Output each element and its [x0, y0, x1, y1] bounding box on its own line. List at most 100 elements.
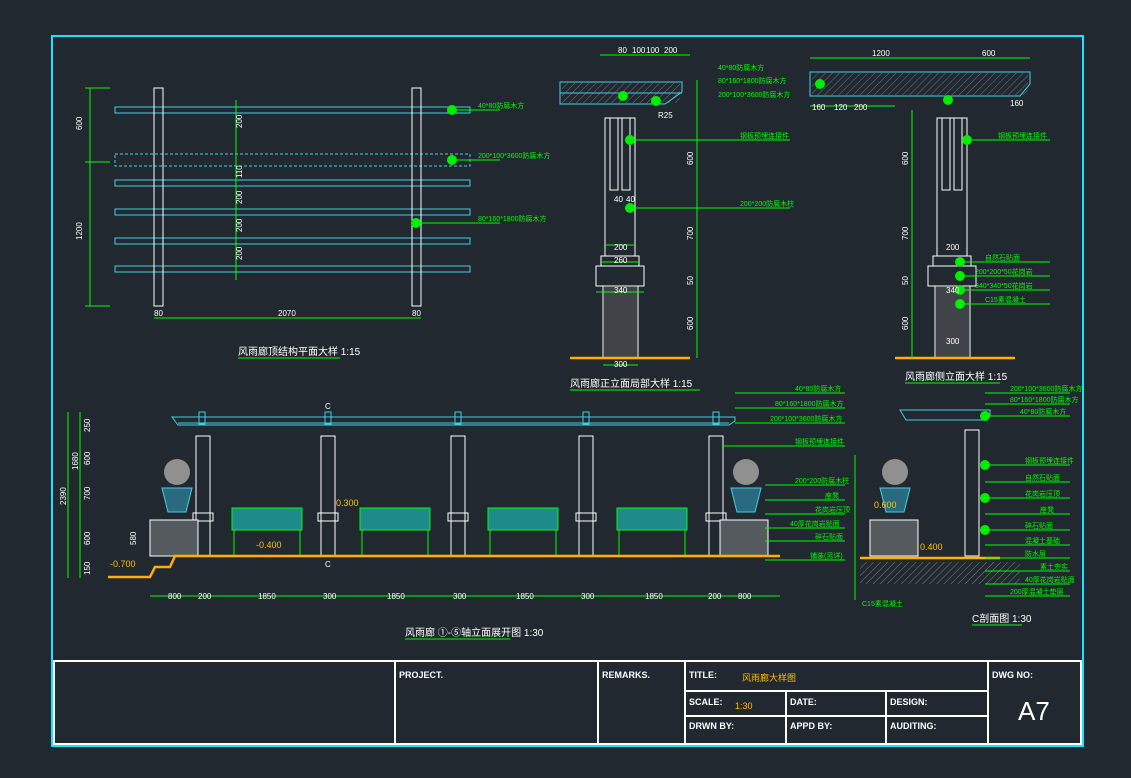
dim-text: 200 — [235, 190, 244, 204]
callout-note: 钢板预埋连接件 — [740, 131, 789, 140]
callout-note: 40*80防腐木方 — [1020, 407, 1066, 416]
auditing-label: AUDITING: — [890, 721, 937, 731]
dim-text: 2390 — [59, 487, 68, 505]
dim-text: 110 — [235, 165, 244, 178]
dim-text: 200 — [664, 46, 678, 55]
level-mark: 0.600 — [874, 500, 897, 510]
dim-text: 600 — [686, 151, 695, 165]
title-label: TITLE: — [689, 670, 717, 680]
dwg-no-value: A7 — [1018, 696, 1050, 726]
callout-note: 200*100*3600防腐木方 — [1010, 384, 1082, 393]
dim-text: 300 — [581, 592, 595, 601]
level-mark: -0.400 — [256, 540, 282, 550]
callout-note: 200*100*3600防腐木方 — [770, 414, 842, 423]
dim-text: 800 — [168, 592, 182, 601]
dim-text: 1680 — [71, 452, 80, 470]
view-title-plan: 风雨廊顶结构平面大样 1:15 — [238, 345, 361, 358]
dim-text: 300 — [453, 592, 467, 601]
callout-note: 80*160*1800防腐木方 — [1010, 395, 1079, 404]
callout-note: 座凳 — [825, 491, 839, 500]
dim-text: 200 — [235, 246, 244, 260]
dim-text: 200 — [708, 592, 722, 601]
design-label: DESIGN: — [890, 697, 928, 707]
dim-text: 700 — [901, 226, 910, 240]
callout-note: 40厚花岗岩贴面 — [1025, 575, 1075, 584]
dim-text: 1850 — [516, 592, 534, 601]
view-title-elevation: 风雨廊 ①-⑤轴立面展开图 1:30 — [405, 626, 544, 639]
callout-note: 40*80防腐木方 — [478, 101, 524, 110]
dim-text: 1850 — [258, 592, 276, 601]
drawn-by-label: DRWN BY: — [689, 721, 734, 731]
title-value: 风雨廊大样图 — [742, 672, 796, 683]
front-detail-view: 80 100 100 200 40*80防腐木方 80*160*1800防腐木方… — [559, 46, 794, 391]
dwg-no-label: DWG NO: — [992, 670, 1033, 680]
dim-text: 100 — [646, 46, 660, 55]
callout-note: 340*340*50花岗岩 — [975, 281, 1033, 290]
callout-note: 80*160*1800防腐木方 — [775, 399, 844, 408]
title-block: PROJECT. REMARKS. TITLE: 风雨廊大样图 SCALE: 1… — [53, 660, 1082, 745]
callout-note: 座凳 — [1040, 505, 1054, 514]
scale-label: SCALE: — [689, 697, 723, 707]
scale-value: 1:30 — [735, 701, 753, 711]
dim-text: 340 — [614, 286, 628, 295]
callout-note: 200厚混凝土垫层 — [1010, 587, 1064, 596]
callout-note: 80*160*1800防腐木方 — [478, 214, 547, 223]
dim-text: 1200 — [75, 222, 84, 240]
dim-text: 1200 — [872, 49, 890, 58]
dim-text: 50 — [901, 276, 910, 285]
dim-text: 2070 — [278, 309, 296, 318]
callout-note: 花岗岩压顶 — [1025, 489, 1060, 498]
callout-note: 碎石贴面 — [1025, 521, 1053, 530]
section-mark: C — [325, 560, 331, 569]
callout-note: C15素混凝土 — [862, 599, 903, 608]
dim-text: 300 — [946, 337, 960, 346]
callout-note: 200*200防腐木柱 — [740, 199, 794, 208]
callout-note: 80*160*1800防腐木方 — [718, 76, 787, 85]
dim-text: 600 — [686, 316, 695, 330]
dim-text: 600 — [83, 451, 92, 465]
dim-text: 600 — [982, 49, 996, 58]
dim-text: 160 — [1010, 99, 1024, 108]
dim-text: 200 — [854, 103, 868, 112]
callout-note: 混凝土基础 — [1025, 536, 1060, 545]
dim-text: 600 — [75, 116, 84, 130]
dim-text: 300 — [614, 360, 628, 369]
dim-text: 580 — [129, 531, 138, 545]
callout-note: 200*100*3600防腐木方 — [718, 90, 790, 99]
dim-text: 120 — [834, 103, 848, 112]
dim-text: 40 — [614, 195, 623, 204]
dim-text: 700 — [83, 486, 92, 500]
level-mark: -0.700 — [110, 559, 136, 569]
remarks-label: REMARKS. — [602, 670, 650, 680]
callout-note: 钢板预埋连接件 — [795, 437, 844, 446]
callout-note: 40*80防腐木方 — [718, 63, 764, 72]
dim-text: 80 — [154, 309, 163, 318]
callout-note: 200*200*50花岗岩 — [975, 267, 1033, 276]
dim-text: 800 — [738, 592, 752, 601]
dim-text: 260 — [614, 256, 628, 265]
view-title-side-detail: 风雨廊侧立面大样 1:15 — [905, 370, 1008, 383]
dim-text: 200 — [614, 243, 628, 252]
dim-text: 600 — [901, 316, 910, 330]
plan-view: 600 1200 80 2070 80 200 110 200 200 200 … — [75, 87, 550, 359]
date-label: DATE: — [790, 697, 817, 707]
callout-note: 200*100*3600防腐木方 — [478, 151, 550, 160]
planter — [149, 459, 769, 557]
level-mark: 0.300 — [336, 498, 359, 508]
callout-note: 钢板预埋连接件 — [1025, 456, 1074, 465]
drawing-frame — [51, 35, 1084, 747]
dim-text: 50 — [686, 276, 695, 285]
dim-text: 150 — [83, 561, 92, 575]
side-detail-view: 1200 600 160 120 200 160 600 700 50 600 … — [809, 49, 1050, 384]
callout-note: 自然石贴面 — [985, 253, 1020, 262]
dim-text: 1850 — [387, 592, 405, 601]
project-label: PROJECT. — [399, 670, 443, 680]
callout-note: 自然石贴面 — [1025, 473, 1060, 482]
dim-text: 250 — [83, 418, 92, 432]
view-title-front-detail: 风雨廊正立面局部大样 1:15 — [570, 377, 693, 390]
dim-text: 200 — [235, 114, 244, 128]
elevation-view: 2390 1680 250 600 700 600 150 580 800 20… — [59, 384, 850, 640]
dim-text: 200 — [946, 243, 960, 252]
dim-text: 80 — [412, 309, 421, 318]
